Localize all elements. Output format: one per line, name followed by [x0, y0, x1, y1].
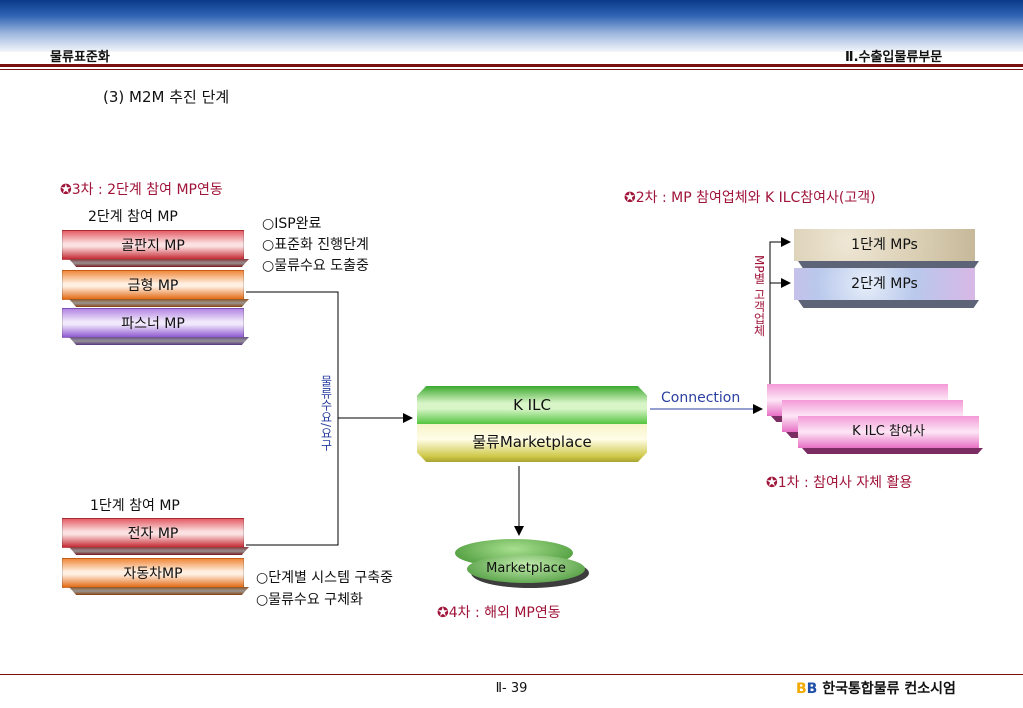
stage2-mps-box: 2단계 MPs	[794, 268, 975, 300]
stage3-group-label: 2단계 참여 MP	[88, 209, 178, 225]
section-subtitle: (3) M2M 추진 단계	[103, 88, 230, 106]
note-isp: ○ISP완료	[262, 216, 322, 232]
stage4-title: ✪4차 : 해외 MP연동	[437, 605, 561, 621]
stage2-title: ✪2차 : MP 참여업체와 K ILC참여사(고객)	[624, 190, 876, 206]
stage1-group-notes: ○단계별 시스템 구축중 ○물류수요 구체화	[256, 567, 393, 611]
stage3-title: ✪3차 : 2단계 참여 MP연동	[60, 182, 223, 198]
bullet-icon: ✪	[766, 475, 778, 491]
stage1-mps-box: 1단계 MPs	[794, 229, 975, 261]
kilc-box: K ILC	[417, 386, 647, 424]
marketplace-ellipse: Marketplace	[467, 555, 585, 583]
customer-label: MP별 고객업체	[752, 255, 766, 337]
customer-label-vertical: MP별 고객업체	[752, 255, 766, 339]
flow-label-vertical: 물류수요/요구	[319, 375, 333, 454]
footer-rule	[0, 674, 1023, 675]
note-demand-detail: ○물류수요 구체화	[256, 592, 363, 608]
flow-label: 물류수요/요구	[319, 375, 333, 452]
bullet-icon: ✪	[60, 182, 72, 198]
header-right-title: Ⅱ.수출입물류부문	[845, 50, 943, 65]
stage1-title: ✪1차 : 참여사 자체 활용	[766, 475, 913, 491]
logo-mark-1: B	[796, 681, 807, 697]
header-band	[0, 0, 1023, 52]
participant-bar-front: K ILC 참여사	[798, 416, 979, 448]
stage1-group-label: 1단계 참여 MP	[90, 498, 180, 514]
mp-box-electronics: 전자 MP	[62, 518, 244, 548]
header-rule	[0, 64, 1023, 67]
mp-box-corrugated: 골판지 MP	[62, 230, 244, 260]
logistics-marketplace-box: 물류Marketplace	[417, 424, 647, 462]
mp-box-automobile: 자동차MP	[62, 558, 244, 588]
note-demand: ○물류수요 도출중	[262, 258, 369, 274]
mp-box-fastener: 파스너 MP	[62, 308, 244, 338]
note-system-build: ○단계별 시스템 구축중	[256, 570, 394, 586]
mp-box-mold: 금형 MP	[62, 270, 244, 300]
header-left-title: 물류표준화	[50, 50, 110, 65]
bullet-icon: ✪	[437, 605, 449, 621]
bullet-icon: ✪	[624, 190, 636, 206]
logo-text: 한국통합물류 컨소시엄	[822, 681, 956, 697]
logo-mark-2: B	[806, 681, 818, 697]
connection-label: Connection	[661, 390, 741, 406]
page-number: Ⅱ- 39	[495, 681, 528, 696]
note-standardization: ○표준화 진행단계	[262, 237, 369, 253]
consortium-logo: BB 한국통합물류 컨소시엄	[796, 678, 956, 698]
stage3-notes: ○ISP완료 ○표준화 진행단계 ○물류수요 도출중	[262, 214, 369, 277]
header-rule-thin	[0, 69, 1023, 70]
